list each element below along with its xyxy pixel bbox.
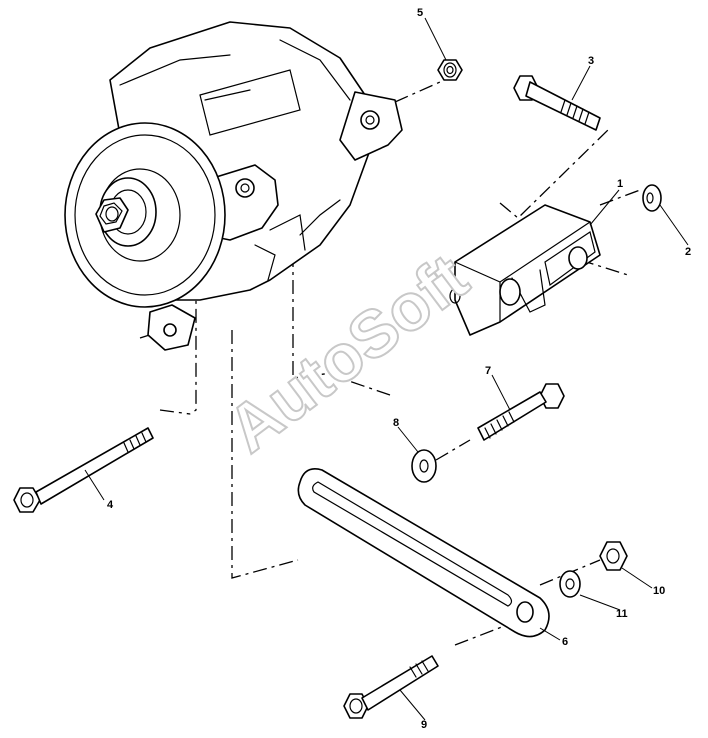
- adjusting-strap: [297, 468, 550, 638]
- washer-bracket: [642, 184, 662, 212]
- nut-upper: [437, 59, 463, 81]
- callout-3: 3: [588, 55, 594, 67]
- bolt-strap-lower: [343, 655, 439, 719]
- bolt-strap: [477, 383, 565, 441]
- washer-strap: [411, 449, 437, 483]
- callout-11: 11: [616, 608, 628, 620]
- callout-7: 7: [485, 365, 491, 377]
- callout-4: 4: [107, 499, 114, 511]
- callout-1: 1: [617, 178, 623, 190]
- alternator: [64, 21, 403, 351]
- washer-strap-lower: [559, 570, 581, 598]
- leader-lines: [84, 17, 689, 721]
- callout-5: 5: [417, 7, 423, 19]
- bolt-long-lower: [13, 427, 154, 513]
- callout-9: 9: [421, 719, 427, 731]
- bolt-upper: [513, 75, 601, 131]
- callout-labels: 1 2 3 4 5 6 7 8 9 10 11: [107, 7, 691, 731]
- mounting-bracket: [449, 204, 601, 336]
- nut-strap: [599, 541, 628, 571]
- callout-2: 2: [685, 246, 691, 258]
- callout-8: 8: [393, 417, 399, 429]
- callout-10: 10: [653, 585, 665, 597]
- callout-6: 6: [562, 636, 568, 648]
